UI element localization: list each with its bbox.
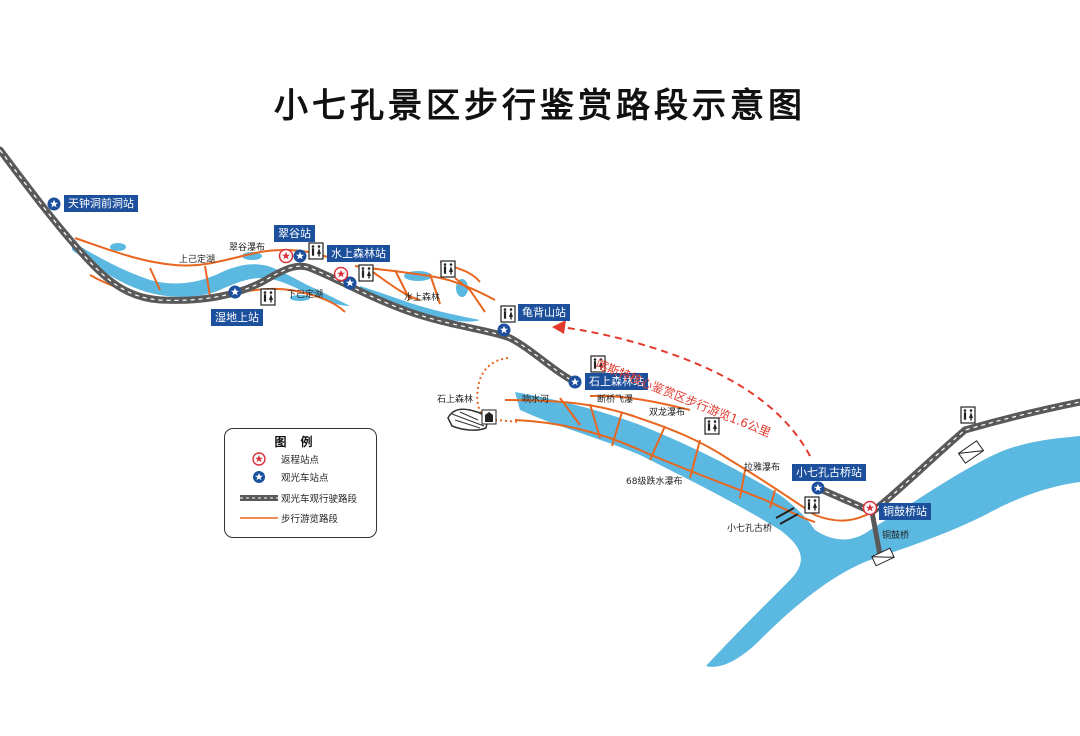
label-shuanglong-fall: 双龙瀑布 [649,408,686,418]
road-line-icon [237,494,281,502]
sightseeing-road [0,146,1080,556]
station-label-shishang[interactable]: 石上森林站 [585,373,648,390]
legend-title: 图例 [274,435,327,449]
label-shangji-lake: 上己定湖 [179,255,216,265]
legend-return-label: 返程站点 [281,455,320,466]
trail-line-icon [237,515,281,521]
legend-row-return: 返程站点 [237,452,319,466]
legend-road-label: 观光车观行驶路段 [281,494,358,505]
label-xiangshui-river: 响水河 [522,395,550,405]
walking-route-arrow [552,320,811,457]
legend-row-trail: 步行游览路段 [237,511,338,525]
legend-trail-label: 步行游览路段 [281,514,339,525]
return-station-star-icon [278,248,878,516]
label-lanya-fall: 拉雅瀑布 [744,463,781,473]
station-label-tianzhong[interactable]: 天钟洞前洞站 [64,195,138,212]
bus-station-star-icon [237,470,281,484]
dotted-trail [476,357,521,423]
station-label-xiaoqikong[interactable]: 小七孔古桥站 [792,464,866,481]
label-68-fall: 68级跌水瀑布 [626,477,683,487]
legend-row-bus: 观光车站点 [237,470,329,484]
label-tonggu-bridge: 铜鼓桥 [882,531,910,541]
map-legend: 图例 返程站点 观光车站点 观光车观行驶路段 步行游览路段 [224,428,377,538]
station-label-tonggu[interactable]: 铜鼓桥站 [879,503,931,520]
label-xiaoqikong-bridge: 小七孔古桥 [727,524,773,534]
map-title: 小七孔景区步行鉴赏路段示意图 [274,86,806,126]
cave-icon [447,408,497,431]
station-label-shidi[interactable]: 湿地上站 [211,309,263,326]
station-label-cuigu[interactable]: 翠谷站 [274,225,315,242]
bridge-icon [775,440,985,567]
label-duanqiao-fall: 断桥飞瀑 [597,395,634,405]
station-label-shuishang[interactable]: 水上森林站 [327,245,390,262]
label-xiaji-lake: 下己定湖 [287,290,324,300]
legend-bus-label: 观光车站点 [281,473,329,484]
label-shuishang-forest: 水上森林 [404,293,441,303]
legend-row-road: 观光车观行驶路段 [237,491,357,505]
label-cuigu-fall: 翠谷瀑布 [229,243,266,253]
station-label-guibei[interactable]: 龟背山站 [518,304,570,321]
label-shishang-forest: 石上森林 [437,395,474,405]
bus-station-star-icon [47,197,825,495]
return-station-star-icon [237,452,281,466]
